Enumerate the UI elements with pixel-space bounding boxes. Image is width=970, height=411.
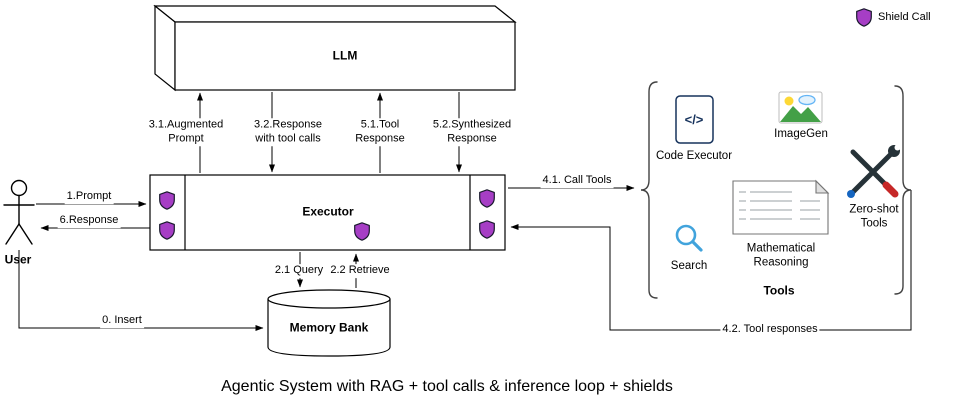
user-head xyxy=(10,179,28,197)
edge-label-prompt: 1.Prompt xyxy=(64,190,114,204)
edge-label-call-tools: 4.1. Call Tools xyxy=(540,174,614,188)
tool-label-math-reasoning: Mathematical Reasoning xyxy=(746,242,816,269)
search-icon xyxy=(675,224,703,252)
edge-label-response: 6.Response xyxy=(57,214,121,228)
tools-brace-right xyxy=(894,85,912,295)
imagegen-hills xyxy=(780,106,821,122)
user-label: User xyxy=(4,252,32,267)
code-executor-icon xyxy=(675,95,714,144)
imagegen-icon xyxy=(778,91,823,124)
shield-legend-label: Shield Call xyxy=(878,11,931,24)
math-reasoning-icon xyxy=(732,179,830,235)
user-leg-left xyxy=(5,223,20,245)
code-glyph: </> xyxy=(684,111,704,127)
memory-bank-body xyxy=(267,299,391,357)
tool-label-zero-shot: Zero-shot Tools xyxy=(849,203,899,230)
zero-shot-tools-icon xyxy=(847,144,901,198)
edge-label-response-tool-calls: 3.2.Response with tool calls xyxy=(252,118,324,146)
llm-node xyxy=(153,4,517,92)
user-leg-right xyxy=(18,223,33,245)
shield-icon xyxy=(479,220,495,239)
memory-bank-label: Memory Bank xyxy=(289,320,369,335)
tool-label-search: Search xyxy=(670,259,708,272)
llm-box-front xyxy=(174,21,516,91)
edge-tool-responses-arrow xyxy=(510,190,912,331)
executor-label: Executor xyxy=(302,204,354,219)
shield-icon xyxy=(159,221,175,240)
tool-label-code-executor: Code Executor xyxy=(655,149,733,162)
diagram-title: Agentic System with RAG + tool calls & i… xyxy=(221,378,673,395)
edge-label-insert: 0. Insert xyxy=(100,314,144,328)
edge-label-tool-response: 5.1.Tool Response xyxy=(353,118,407,146)
imagegen-sun xyxy=(784,96,794,106)
edge-label-synthesized-response: 5.2.Synthesized Response xyxy=(430,118,514,146)
tools-group-label: Tools xyxy=(763,283,795,298)
edge-label-query: 2.1 Query xyxy=(272,264,326,278)
tool-label-imagegen: ImageGen xyxy=(774,127,828,140)
user-node xyxy=(3,179,35,245)
memory-bank-top xyxy=(267,289,391,309)
shield-icon xyxy=(354,222,370,241)
llm-label: LLM xyxy=(332,48,358,63)
llm-box-top xyxy=(153,5,517,23)
edge-label-tool-responses: 4.2. Tool responses xyxy=(720,323,820,337)
edge-insert-arrow xyxy=(18,250,264,331)
executor-node xyxy=(149,174,506,251)
edge-label-augmented-prompt: 3.1.Augmented Prompt xyxy=(146,118,226,146)
executor-box xyxy=(149,174,506,251)
memory-bank-node xyxy=(267,289,391,357)
shield-icon xyxy=(159,191,175,210)
imagegen-cloud xyxy=(798,94,816,106)
tools-brace-left xyxy=(640,81,658,299)
shield-icon xyxy=(479,189,495,208)
edge-label-retrieve: 2.2 Retrieve xyxy=(328,264,392,278)
shield-legend-icon xyxy=(856,8,872,27)
